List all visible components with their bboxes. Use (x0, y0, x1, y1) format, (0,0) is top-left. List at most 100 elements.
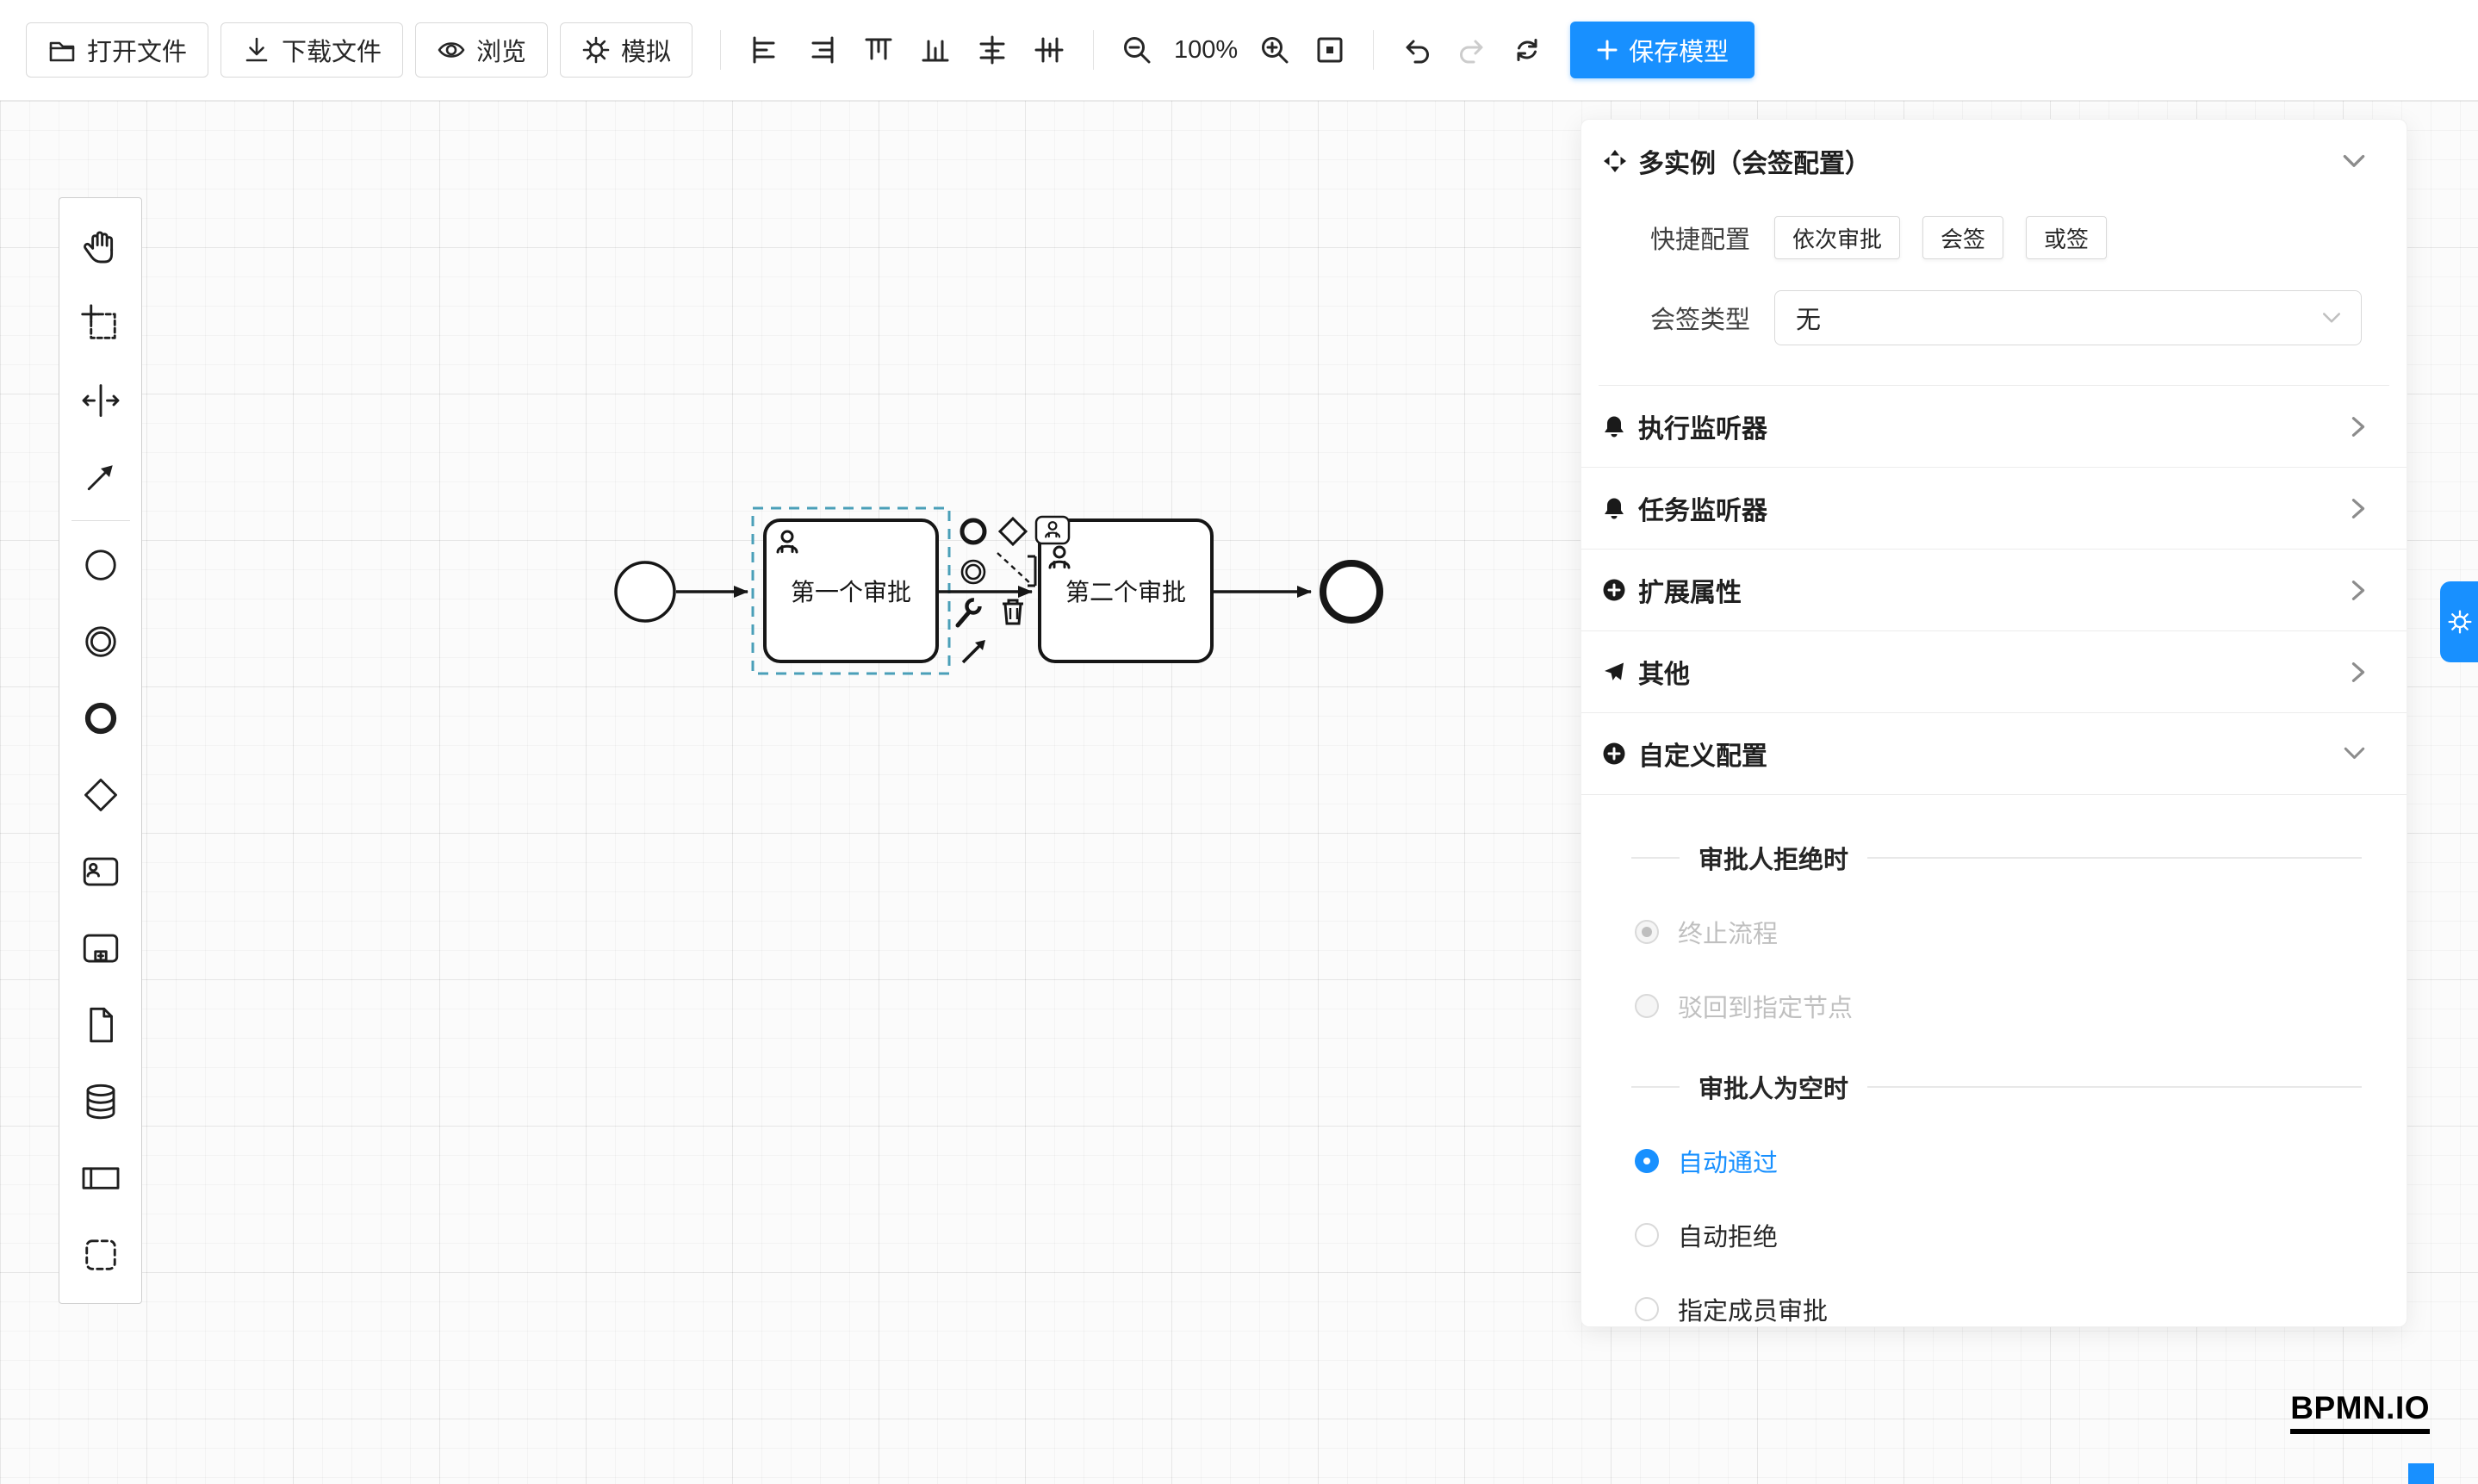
undo-button[interactable] (1389, 22, 1444, 78)
radio-label: 终止流程 (1678, 914, 1778, 950)
preview-button[interactable]: 浏览 (415, 22, 548, 78)
option-sequential-approval[interactable]: 依次审批 (1774, 216, 1900, 259)
connect-arrow-icon (79, 456, 122, 499)
toolbar-separator (1093, 30, 1094, 70)
palette-create-group[interactable] (59, 1216, 142, 1293)
radio-label: 驳回到指定节点 (1678, 988, 1853, 1024)
download-icon (242, 35, 271, 65)
end-event[interactable] (1323, 563, 1380, 620)
align-left-icon (748, 33, 782, 67)
palette-global-connect-tool[interactable] (59, 438, 142, 515)
section-title: 扩展属性 (1638, 571, 2341, 609)
chevron-down-icon (2323, 313, 2340, 324)
refresh-icon (1511, 34, 1543, 66)
sign-type-label: 会签类型 (1602, 300, 1750, 336)
start-event[interactable] (616, 562, 674, 621)
sign-type-select[interactable]: 无 (1774, 290, 2362, 345)
palette-lasso-tool[interactable] (59, 285, 142, 362)
append-intermediate-event-icon[interactable] (962, 561, 984, 583)
palette-hand-tool[interactable] (59, 208, 142, 285)
palette-create-participant[interactable] (59, 1139, 142, 1216)
bell-icon (1602, 414, 1626, 438)
hand-icon (79, 226, 122, 269)
panel-header[interactable]: 多实例（会签配置） (1581, 120, 2407, 185)
append-user-task-icon[interactable] (1036, 517, 1069, 543)
chevron-right-icon (2351, 416, 2365, 438)
intermediate-event-icon (79, 620, 122, 663)
palette-create-end-event[interactable] (59, 680, 142, 756)
section-other[interactable]: 其他 (1581, 631, 2407, 713)
align-left-button[interactable] (736, 22, 793, 78)
subsection-empty-title: 审批人为空时 (1631, 1069, 2362, 1105)
settings-drawer-toggle[interactable] (2440, 581, 2478, 662)
option-countersign[interactable]: 会签 (1922, 216, 2003, 259)
palette-space-tool[interactable] (59, 362, 142, 438)
sign-type-value: 无 (1796, 300, 1821, 336)
palette-create-intermediate-event[interactable] (59, 603, 142, 680)
bpmn-io-logo[interactable]: BPMN.IO (2290, 1390, 2430, 1434)
download-file-button[interactable]: 下载文件 (220, 22, 403, 78)
append-end-event-icon[interactable] (962, 520, 984, 543)
divider (1867, 1086, 2362, 1088)
palette-create-data-store[interactable] (59, 1063, 142, 1139)
subsection-reject-title: 审批人拒绝时 (1631, 840, 2362, 876)
zoom-in-button[interactable] (1247, 22, 1302, 78)
simulate-button[interactable]: 模拟 (560, 22, 692, 78)
section-title: 任务监听器 (1638, 489, 2341, 527)
align-center-horizontal-button[interactable] (964, 22, 1021, 78)
plus-circle-icon (1602, 742, 1626, 766)
align-right-button[interactable] (793, 22, 850, 78)
space-tool-icon (79, 379, 122, 422)
quick-config-label: 快捷配置 (1602, 220, 1750, 256)
end-event-icon (79, 697, 122, 740)
radio-reject-to-node: 驳回到指定节点 (1635, 988, 2407, 1024)
fit-viewport-button[interactable] (1302, 22, 1357, 78)
radio-icon (1635, 994, 1659, 1018)
radio-member-approval[interactable]: 指定成员审批 (1635, 1291, 2407, 1327)
replace-wrench-icon[interactable] (958, 600, 980, 626)
bell-icon (1602, 496, 1626, 520)
section-execution-listener[interactable]: 执行监听器 (1581, 386, 2407, 468)
section-extended-properties[interactable]: 扩展属性 (1581, 550, 2407, 631)
delete-trash-icon[interactable] (1003, 600, 1023, 624)
quick-config-options: 依次审批 会签 或签 (1774, 216, 2107, 259)
append-gateway-icon[interactable] (1000, 518, 1026, 544)
toolbar-separator (1373, 30, 1374, 70)
divider (1631, 857, 1680, 859)
palette-create-user-task[interactable] (59, 833, 142, 910)
task-first-approval[interactable]: 第一个审批 (765, 520, 937, 661)
save-model-button[interactable]: 保存模型 (1570, 22, 1754, 78)
align-bottom-button[interactable] (907, 22, 964, 78)
section-custom-config[interactable]: 自定义配置 (1581, 713, 2407, 795)
palette-create-data-object[interactable] (59, 986, 142, 1063)
palette-create-start-event[interactable] (59, 526, 142, 603)
zoom-in-icon (1258, 34, 1291, 66)
option-or-sign[interactable]: 或签 (2026, 216, 2107, 259)
sign-type-row: 会签类型 无 (1602, 290, 2362, 345)
multi-instance-icon (1602, 148, 1628, 174)
chevron-down-icon[interactable] (2343, 154, 2365, 169)
align-right-icon (804, 33, 839, 67)
task-first-approval-label: 第一个审批 (791, 579, 911, 605)
refresh-button[interactable] (1500, 22, 1555, 78)
folder-icon (47, 35, 77, 65)
open-file-button[interactable]: 打开文件 (26, 22, 208, 78)
align-center-vertical-button[interactable] (1021, 22, 1078, 78)
radio-auto-pass[interactable]: 自动通过 (1635, 1143, 2407, 1179)
download-file-label: 下载文件 (282, 32, 382, 68)
radio-auto-reject[interactable]: 自动拒绝 (1635, 1217, 2407, 1253)
section-task-listener[interactable]: 任务监听器 (1581, 468, 2407, 550)
palette-create-subprocess[interactable] (59, 910, 142, 986)
zoom-out-button[interactable] (1109, 22, 1164, 78)
palette-separator (71, 520, 130, 521)
fit-viewport-icon (1314, 34, 1346, 66)
radio-icon (1635, 1223, 1659, 1247)
palette-create-gateway[interactable] (59, 756, 142, 833)
align-top-button[interactable] (850, 22, 907, 78)
text-annotation-icon[interactable] (997, 553, 1035, 586)
group-icon (79, 1233, 122, 1276)
redo-button[interactable] (1444, 22, 1500, 78)
connect-tool-icon[interactable] (963, 640, 985, 662)
chevron-right-icon (2351, 580, 2365, 601)
lasso-icon (79, 302, 122, 345)
